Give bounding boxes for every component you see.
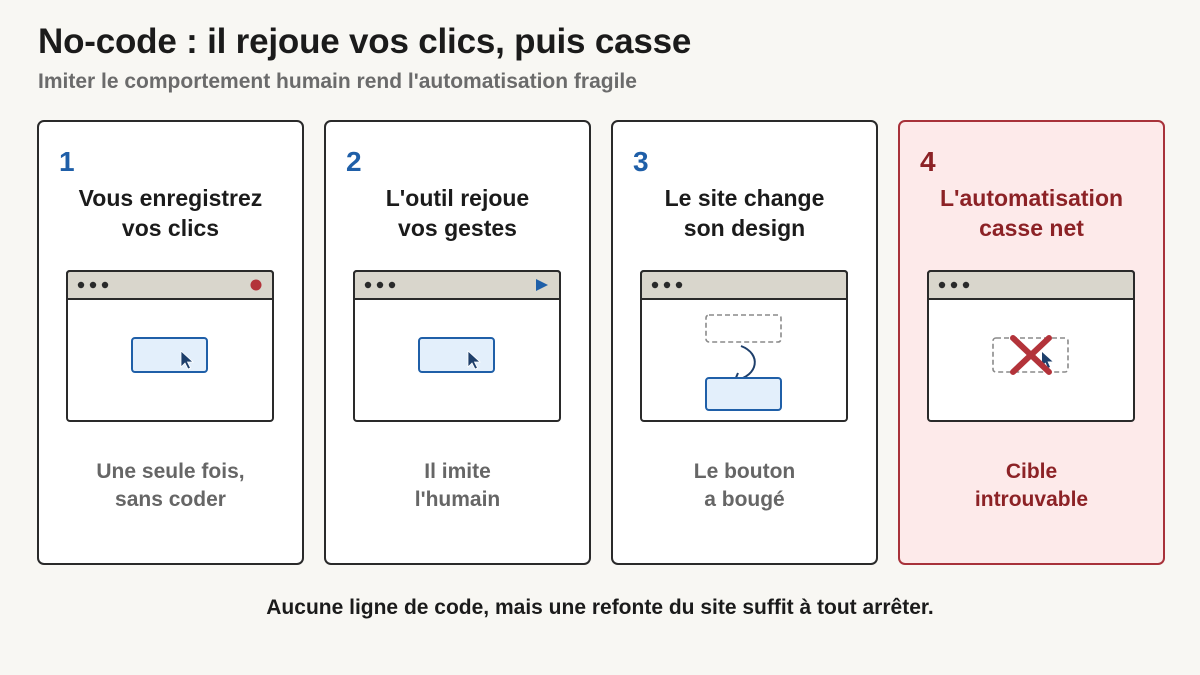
browser-window-illustration (66, 270, 274, 422)
target-button-illustration (418, 337, 495, 373)
old-button-position (705, 314, 782, 343)
cursor-icon (467, 350, 482, 370)
moved-button-illustration (705, 377, 782, 411)
step-heading: Le site change son design (613, 183, 876, 243)
step-caption-line: a bougé (704, 488, 785, 511)
step-card-2: 2 L'outil rejoue vos gestes Il imite l'h… (324, 120, 591, 565)
browser-window-illustration (640, 270, 848, 422)
window-dot-icon (651, 281, 659, 289)
browser-titlebar (640, 270, 848, 300)
missing-button-outline (992, 337, 1069, 373)
window-dot-icon (388, 281, 396, 289)
step-heading-line: casse net (979, 215, 1084, 241)
step-number: 3 (633, 146, 649, 177)
step-heading-line: vos clics (121, 215, 220, 241)
window-dot-icon (950, 281, 958, 289)
step-number: 4 (920, 146, 936, 177)
step-caption-line: sans coder (115, 488, 226, 511)
step-card-1: 1 Vous enregistrez vos clics Une seule f… (37, 120, 304, 565)
step-number: 2 (346, 146, 362, 177)
step-caption: Le bouton a bougé (613, 458, 876, 514)
step-caption-line: Une seule fois, (96, 460, 245, 483)
step-heading-line: Le site change (664, 185, 825, 211)
step-heading: L'automatisation casse net (900, 183, 1163, 243)
step-heading-line: L'outil rejoue (385, 185, 530, 211)
browser-window-illustration (927, 270, 1135, 422)
window-dot-icon (77, 281, 85, 289)
page-subtitle: Imiter le comportement humain rend l'aut… (38, 70, 637, 93)
browser-titlebar (66, 270, 274, 300)
error-cross-icon (1010, 335, 1052, 375)
window-dot-icon (364, 281, 372, 289)
record-icon (250, 279, 262, 291)
step-caption-line: Le bouton (693, 460, 796, 483)
step-card-3: 3 Le site change son design Le bouton a … (611, 120, 878, 565)
window-dot-icon (962, 281, 970, 289)
step-caption: Une seule fois, sans coder (39, 458, 302, 514)
step-caption-line: l'humain (414, 488, 501, 511)
browser-window-illustration (353, 270, 561, 422)
step-heading-line: Vous enregistrez (78, 185, 263, 211)
cursor-icon (180, 350, 195, 370)
window-dot-icon (663, 281, 671, 289)
browser-titlebar (353, 270, 561, 300)
window-dot-icon (376, 281, 384, 289)
step-card-4: 4 L'automatisation casse net Cible intro… (898, 120, 1165, 565)
step-heading: L'outil rejoue vos gestes (326, 183, 589, 243)
footer-note: Aucune ligne de code, mais une refonte d… (266, 596, 934, 619)
step-caption: Cible introuvable (900, 458, 1163, 514)
window-dot-icon (675, 281, 683, 289)
target-button-illustration (131, 337, 208, 373)
step-caption: Il imite l'humain (326, 458, 589, 514)
step-heading-line: vos gestes (398, 215, 517, 241)
play-icon (536, 279, 548, 291)
step-caption-line: introuvable (974, 488, 1089, 511)
step-heading-line: son design (683, 215, 806, 241)
step-heading-line: L'automatisation (939, 185, 1124, 211)
browser-titlebar (927, 270, 1135, 300)
window-dot-icon (101, 281, 109, 289)
step-caption-line: Cible (1005, 460, 1058, 483)
step-number: 1 (59, 146, 75, 177)
page-title: No-code : il rejoue vos clics, puis cass… (38, 22, 692, 61)
window-dot-icon (89, 281, 97, 289)
step-caption-line: Il imite (424, 460, 491, 483)
steps-row: 1 Vous enregistrez vos clics Une seule f… (37, 120, 1165, 565)
window-dot-icon (938, 281, 946, 289)
step-heading: Vous enregistrez vos clics (39, 183, 302, 243)
cursor-icon (1042, 352, 1053, 368)
